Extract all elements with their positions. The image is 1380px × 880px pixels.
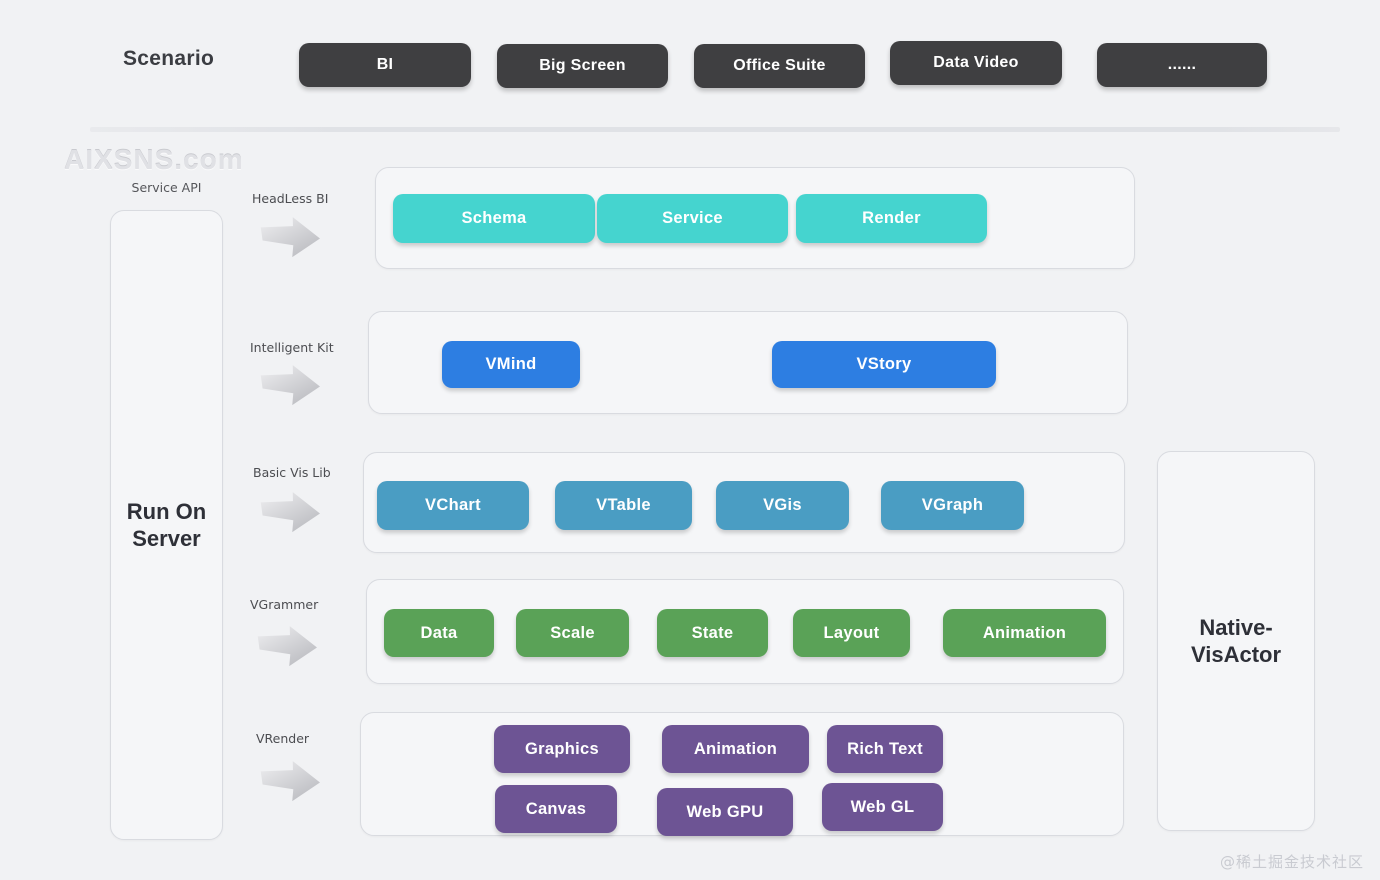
node-vgraph: VGraph bbox=[881, 481, 1024, 530]
node-canvas: Canvas bbox=[495, 785, 617, 833]
label-intelligent-kit: Intelligent Kit bbox=[250, 340, 334, 355]
node-web-gl: Web GL bbox=[822, 783, 943, 831]
node-vtable: VTable bbox=[555, 481, 692, 530]
watermark-community: @稀土掘金技术社区 bbox=[1219, 853, 1364, 871]
node-rich-text: Rich Text bbox=[827, 725, 943, 773]
vrender-frame: Graphics Animation Rich Text Canvas Web … bbox=[360, 712, 1124, 836]
arrow-icon bbox=[260, 217, 320, 258]
node-vstory: VStory bbox=[772, 341, 996, 388]
node-data: Data bbox=[384, 609, 494, 657]
scenario-button-office-suite: Office Suite bbox=[694, 44, 865, 88]
scenario-button-more: ...... bbox=[1097, 43, 1267, 87]
arrow-icon bbox=[260, 365, 320, 406]
label-vrender: VRender bbox=[256, 731, 310, 746]
node-schema: Schema bbox=[393, 194, 595, 243]
node-service: Service bbox=[597, 194, 788, 243]
node-web-gpu: Web GPU bbox=[657, 788, 793, 836]
arrow-icon bbox=[257, 626, 317, 667]
headless-bi-frame: Schema Service Render bbox=[375, 167, 1135, 269]
scenario-heading: Scenario bbox=[123, 47, 215, 70]
node-vchart: VChart bbox=[377, 481, 529, 530]
header-divider bbox=[90, 127, 1340, 132]
node-scale: Scale bbox=[516, 609, 629, 657]
arrow-icon bbox=[260, 761, 320, 802]
run-on-server-title: Run On Server bbox=[126, 498, 207, 552]
node-vgis: VGis bbox=[716, 481, 849, 530]
native-visactor-title: Native- VisActor bbox=[1190, 614, 1282, 668]
intelligent-kit-frame: VMind VStory bbox=[368, 311, 1128, 414]
service-api-caption: Service API bbox=[131, 180, 202, 195]
node-graphics: Graphics bbox=[494, 725, 630, 773]
node-vmind: VMind bbox=[442, 341, 580, 388]
arrow-icon bbox=[260, 492, 320, 533]
node-animation-vr: Animation bbox=[662, 725, 809, 773]
native-visactor-panel: Native- VisActor bbox=[1157, 451, 1315, 831]
node-state: State bbox=[657, 609, 768, 657]
label-basic-vis-lib: Basic Vis Lib bbox=[253, 465, 331, 480]
run-on-server-panel: Run On Server bbox=[110, 210, 223, 840]
vgrammer-frame: Data Scale State Layout Animation bbox=[366, 579, 1124, 684]
watermark-aixsns: AIXSNS.com bbox=[64, 144, 244, 175]
scenario-button-data-video: Data Video bbox=[890, 41, 1062, 85]
label-headless-bi: HeadLess BI bbox=[252, 191, 329, 206]
node-render: Render bbox=[796, 194, 987, 243]
basic-vis-lib-frame: VChart VTable VGis VGraph bbox=[363, 452, 1125, 553]
label-vgrammer: VGrammer bbox=[250, 597, 319, 612]
node-layout: Layout bbox=[793, 609, 910, 657]
node-animation: Animation bbox=[943, 609, 1106, 657]
scenario-button-bi: BI bbox=[299, 43, 471, 87]
scenario-button-big-screen: Big Screen bbox=[497, 44, 668, 88]
